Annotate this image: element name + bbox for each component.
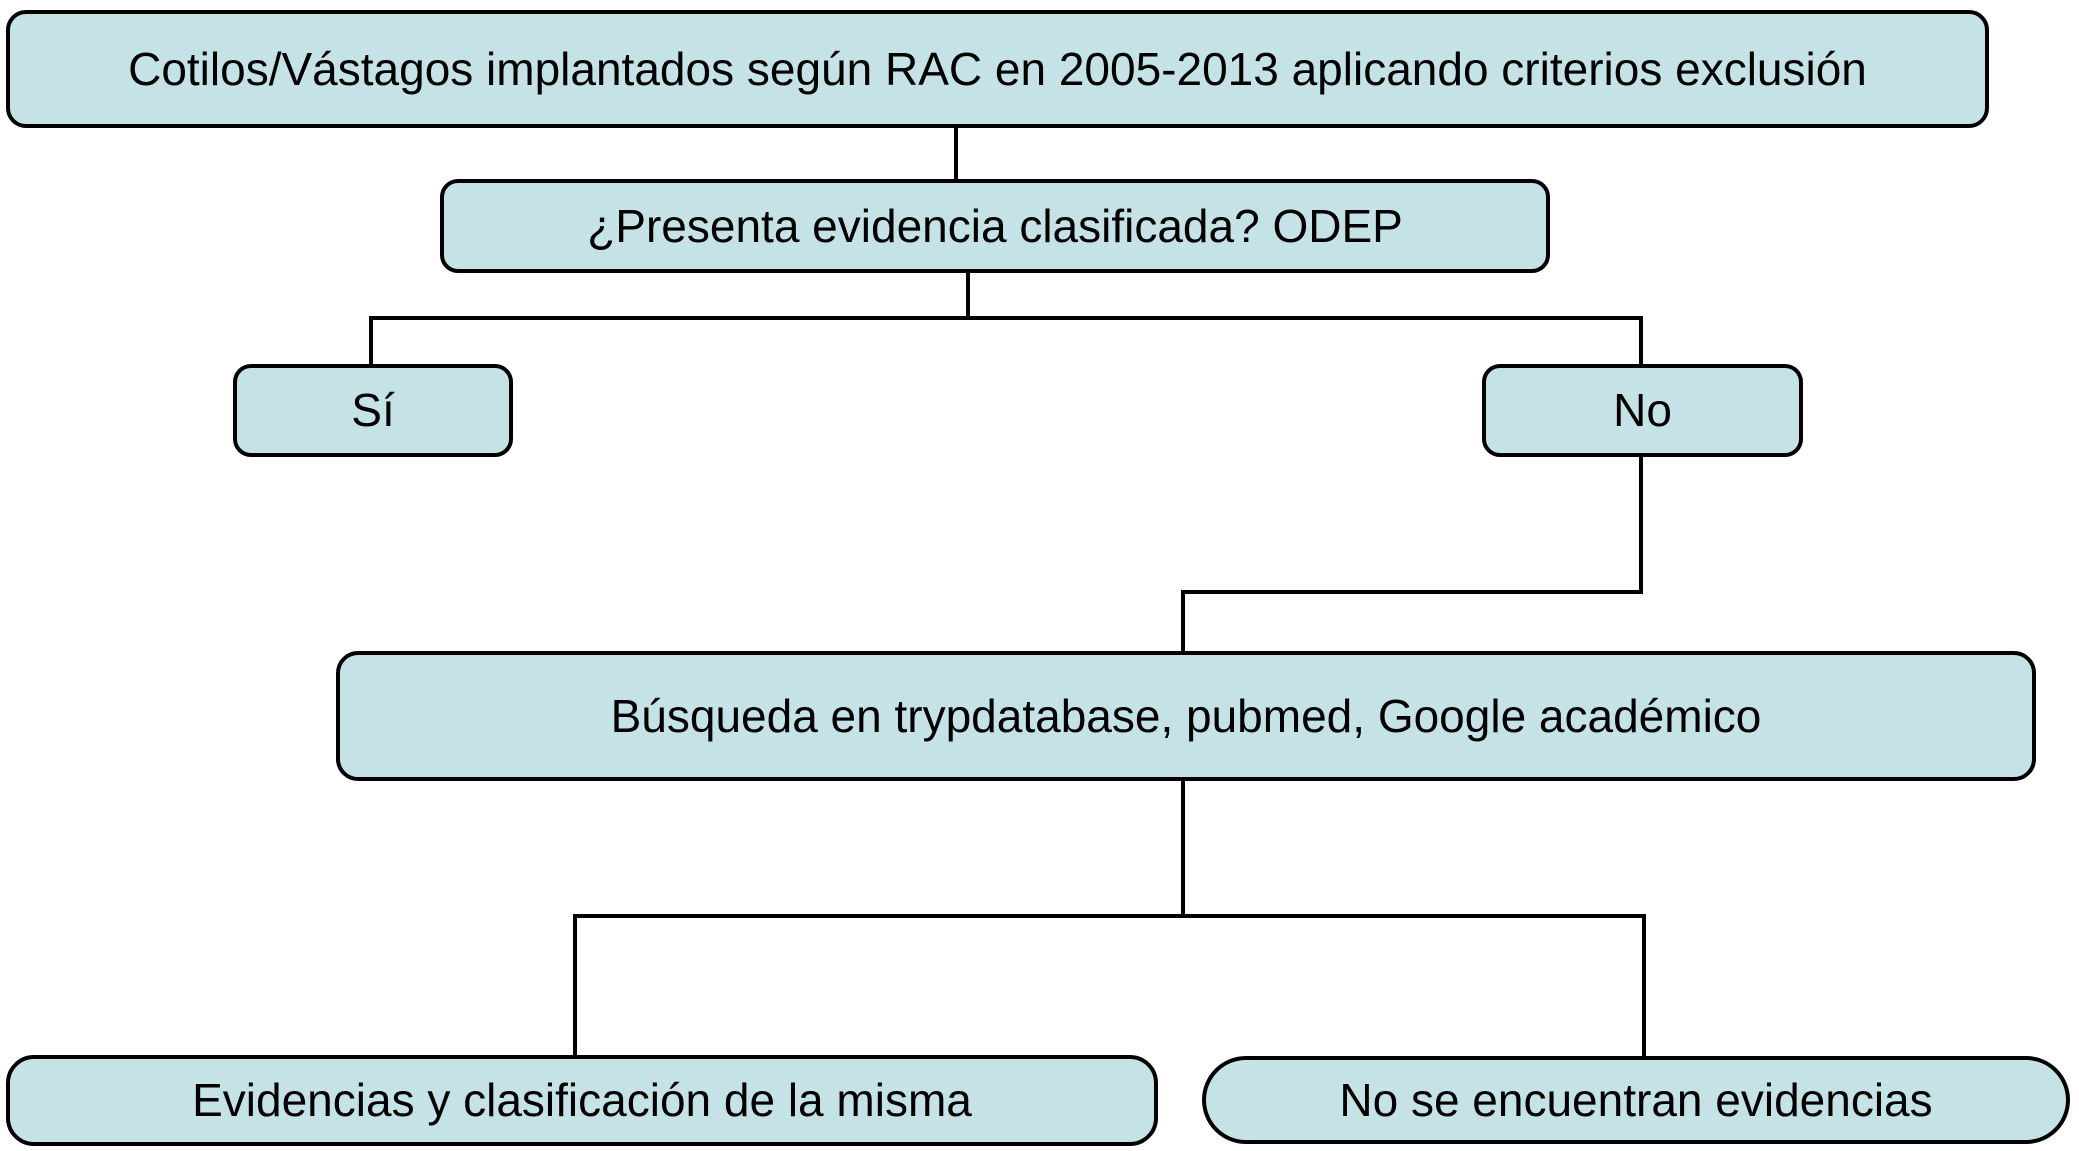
edge-branch-to-no bbox=[1639, 316, 1643, 366]
node-no: No bbox=[1482, 364, 1803, 457]
node-no-evidence: No se encuentran evidencias bbox=[1202, 1056, 2070, 1144]
edge-question-branch-bar bbox=[369, 316, 1643, 320]
node-search-databases: Búsqueda en trypdatabase, pubmed, Google… bbox=[336, 651, 2036, 781]
edge-jog-to-search bbox=[1181, 590, 1185, 653]
edge-question-stem bbox=[966, 270, 970, 320]
edge-start-question bbox=[954, 126, 958, 183]
edge-branch-to-evidence-found bbox=[573, 914, 577, 1057]
edge-branch-to-no-evidence bbox=[1642, 914, 1646, 1058]
edge-search-stem bbox=[1181, 779, 1185, 918]
edge-no-jog-bar bbox=[1181, 590, 1643, 594]
edge-branch-to-yes bbox=[369, 316, 373, 366]
node-yes: Sí bbox=[233, 364, 513, 457]
node-start: Cotilos/Vástagos implantados según RAC e… bbox=[6, 10, 1989, 128]
edge-search-branch-bar bbox=[573, 914, 1646, 918]
node-question-odep: ¿Presenta evidencia clasificada? ODEP bbox=[440, 179, 1550, 273]
node-evidence-found: Evidencias y clasificación de la misma bbox=[6, 1055, 1158, 1146]
edge-no-down bbox=[1639, 455, 1643, 594]
